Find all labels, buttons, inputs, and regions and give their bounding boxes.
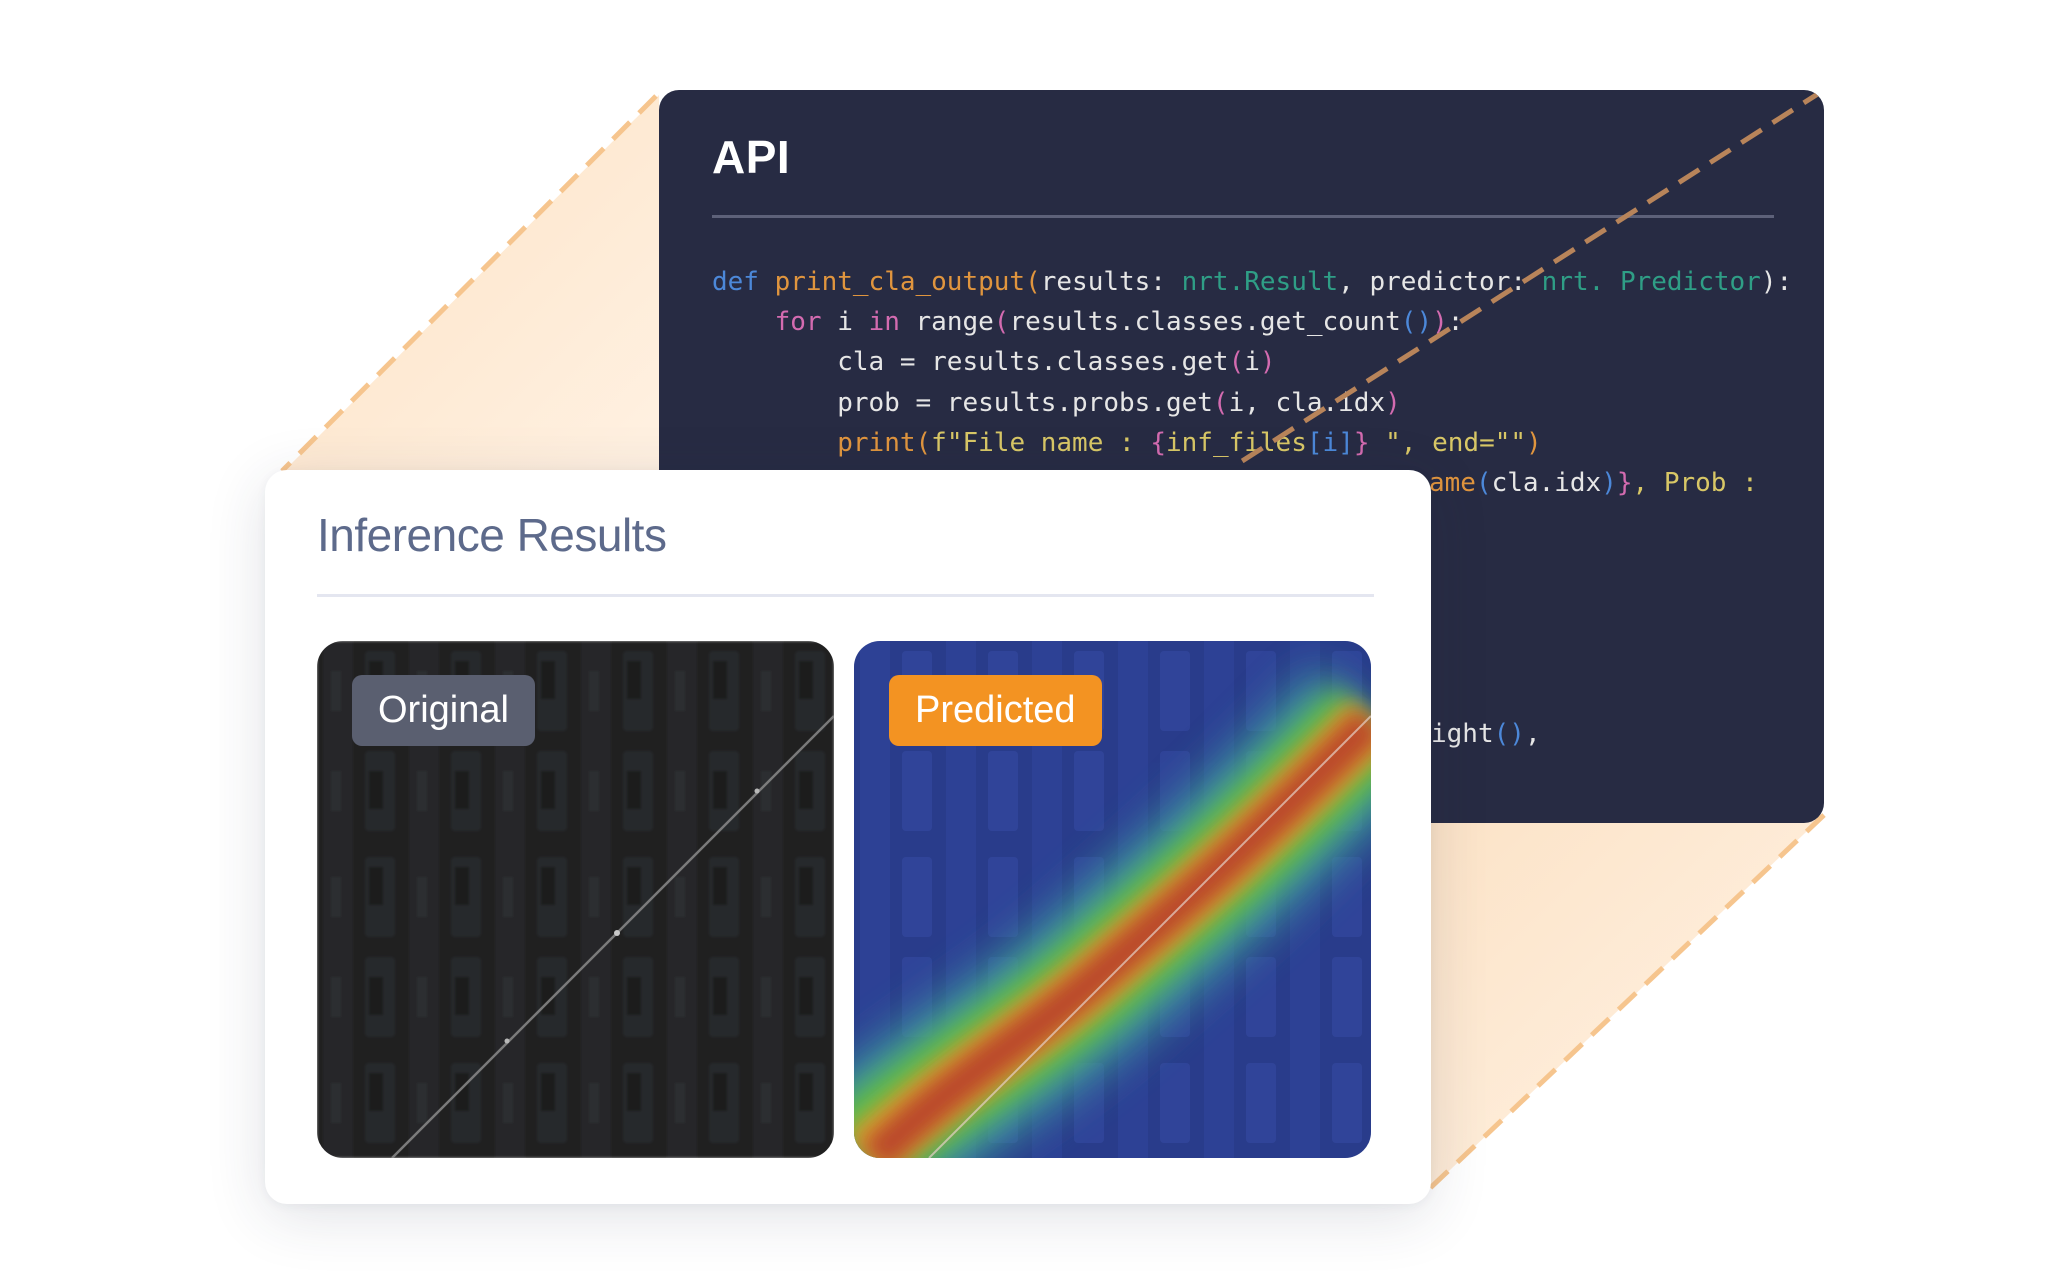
code-token: f"File name : [931,427,1151,458]
code-token: def [712,267,775,297]
code-token: i [1244,347,1260,378]
code-token: ( [993,307,1010,338]
code-token: cla = results.classes.get [712,347,1229,378]
code-token: ) [1385,387,1401,418]
code-token: ", end="" [1369,427,1527,458]
code-token: { [1150,427,1166,458]
code-line-partial: ame(cla.idx)}, Prob : [1429,463,1758,503]
code-token: , [1524,719,1541,749]
code-line: for i in range(results.classes.get_count… [712,302,1792,342]
code-token: nrt. Predictor [1541,267,1761,297]
code-token: ) [1259,347,1276,378]
code-line-partial: ight(), [1431,714,1541,754]
api-panel-divider [712,215,1774,218]
code-token: } [1616,468,1633,498]
code-token: i, cla.idx [1228,387,1386,418]
original-image: Original [317,641,834,1158]
code-token: () [1493,719,1525,749]
code-token: ( [1212,387,1229,418]
api-panel-title: API [712,131,791,183]
code-line: def print_cla_output(results: nrt.Result… [712,262,1792,302]
original-image-label: Original [352,675,535,746]
code-token: ) [1526,427,1542,458]
code-token: ( [1475,468,1492,498]
code-token: } [1353,427,1370,458]
code-token: ( [1228,347,1245,378]
results-panel-divider [317,594,1374,597]
code-token: [i] [1306,427,1354,458]
dashed-connector-right [1424,813,1826,1194]
results-panel-title: Inference Results [317,509,667,561]
diagonal-dashed-line [1237,90,1824,466]
code-token: cla.idx [1491,468,1602,498]
code-token: ( [1025,267,1041,297]
code-token: print_cla_output [774,267,1026,297]
code-line: print(f"File name : {inf_files[i]} ", en… [712,423,1792,463]
code-line: cla = results.classes.get(i) [712,342,1792,382]
code-token: range [899,307,994,338]
code-token: in [868,307,900,338]
code-token: : [1447,307,1464,338]
code-token: results.classes.get_count [1009,307,1401,338]
inference-results-card: Inference Results [265,470,1431,1204]
predicted-image-label: Predicted [889,675,1102,746]
code-token: () [1400,307,1433,338]
code-token: ( [915,427,932,458]
code-token: ight [1431,719,1494,749]
code-token: results: [1040,267,1182,297]
code-token: , predictor: [1338,267,1542,297]
code-token: , Prob : [1632,468,1758,498]
code-line: prob = results.probs.get(i, cla.idx) [712,383,1792,423]
code-token: for [774,307,822,338]
code-token: ): [1760,267,1793,297]
code-token: prob = results.probs.get [712,387,1213,418]
code-token: i [821,307,869,338]
predicted-heatmap-image: Predicted [854,641,1371,1158]
code-token: ame [1429,468,1476,498]
code-snippet: def print_cla_output(results: nrt.Result… [712,262,1792,463]
code-token: nrt.Result [1181,267,1339,297]
code-token: print [837,427,916,458]
code-token: ) [1601,468,1617,498]
dashed-connector-left [280,94,658,473]
